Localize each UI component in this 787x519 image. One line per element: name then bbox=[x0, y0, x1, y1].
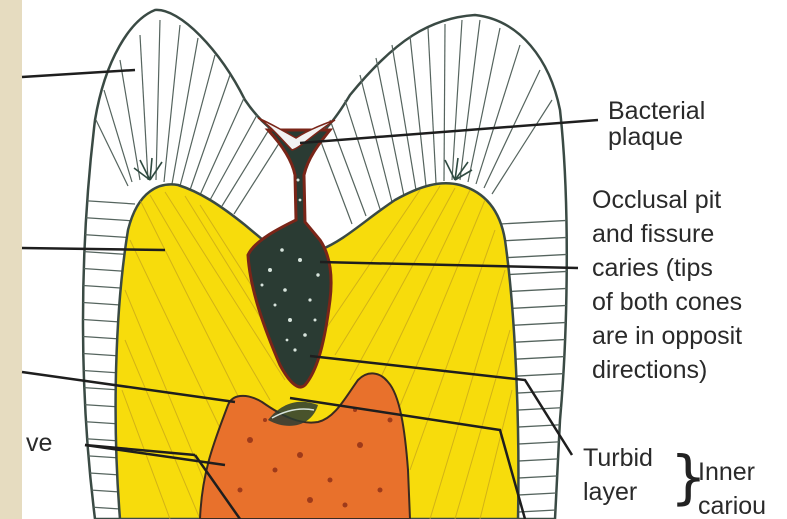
turbid-layer-label: Turbid layer bbox=[583, 441, 653, 509]
turbid-layer-line-1: Turbid bbox=[583, 441, 653, 475]
occlusal-caries-line-1: Occlusal pit bbox=[592, 183, 742, 217]
occlusal-caries-line-3: caries (tips bbox=[592, 251, 742, 285]
occlusal-caries-line-4: of both cones bbox=[592, 285, 742, 319]
inner-carious-label: Inner cariou bbox=[698, 455, 766, 519]
turbid-layer-line-2: layer bbox=[583, 475, 653, 509]
occlusal-caries-label: Occlusal pit and fissure caries (tips of… bbox=[592, 183, 742, 387]
inner-carious-line-1: Inner bbox=[698, 455, 766, 489]
bacterial-plaque-label: Bacterial plaque bbox=[608, 96, 705, 152]
bacterial-plaque-line-2: plaque bbox=[608, 122, 705, 152]
occlusal-caries-line-5: are in opposit bbox=[592, 319, 742, 353]
inner-carious-line-2: cariou bbox=[698, 489, 766, 519]
occlusal-caries-line-2: and fissure bbox=[592, 217, 742, 251]
cut-left-label: ve bbox=[26, 428, 52, 458]
occlusal-caries-line-6: directions) bbox=[592, 353, 742, 387]
